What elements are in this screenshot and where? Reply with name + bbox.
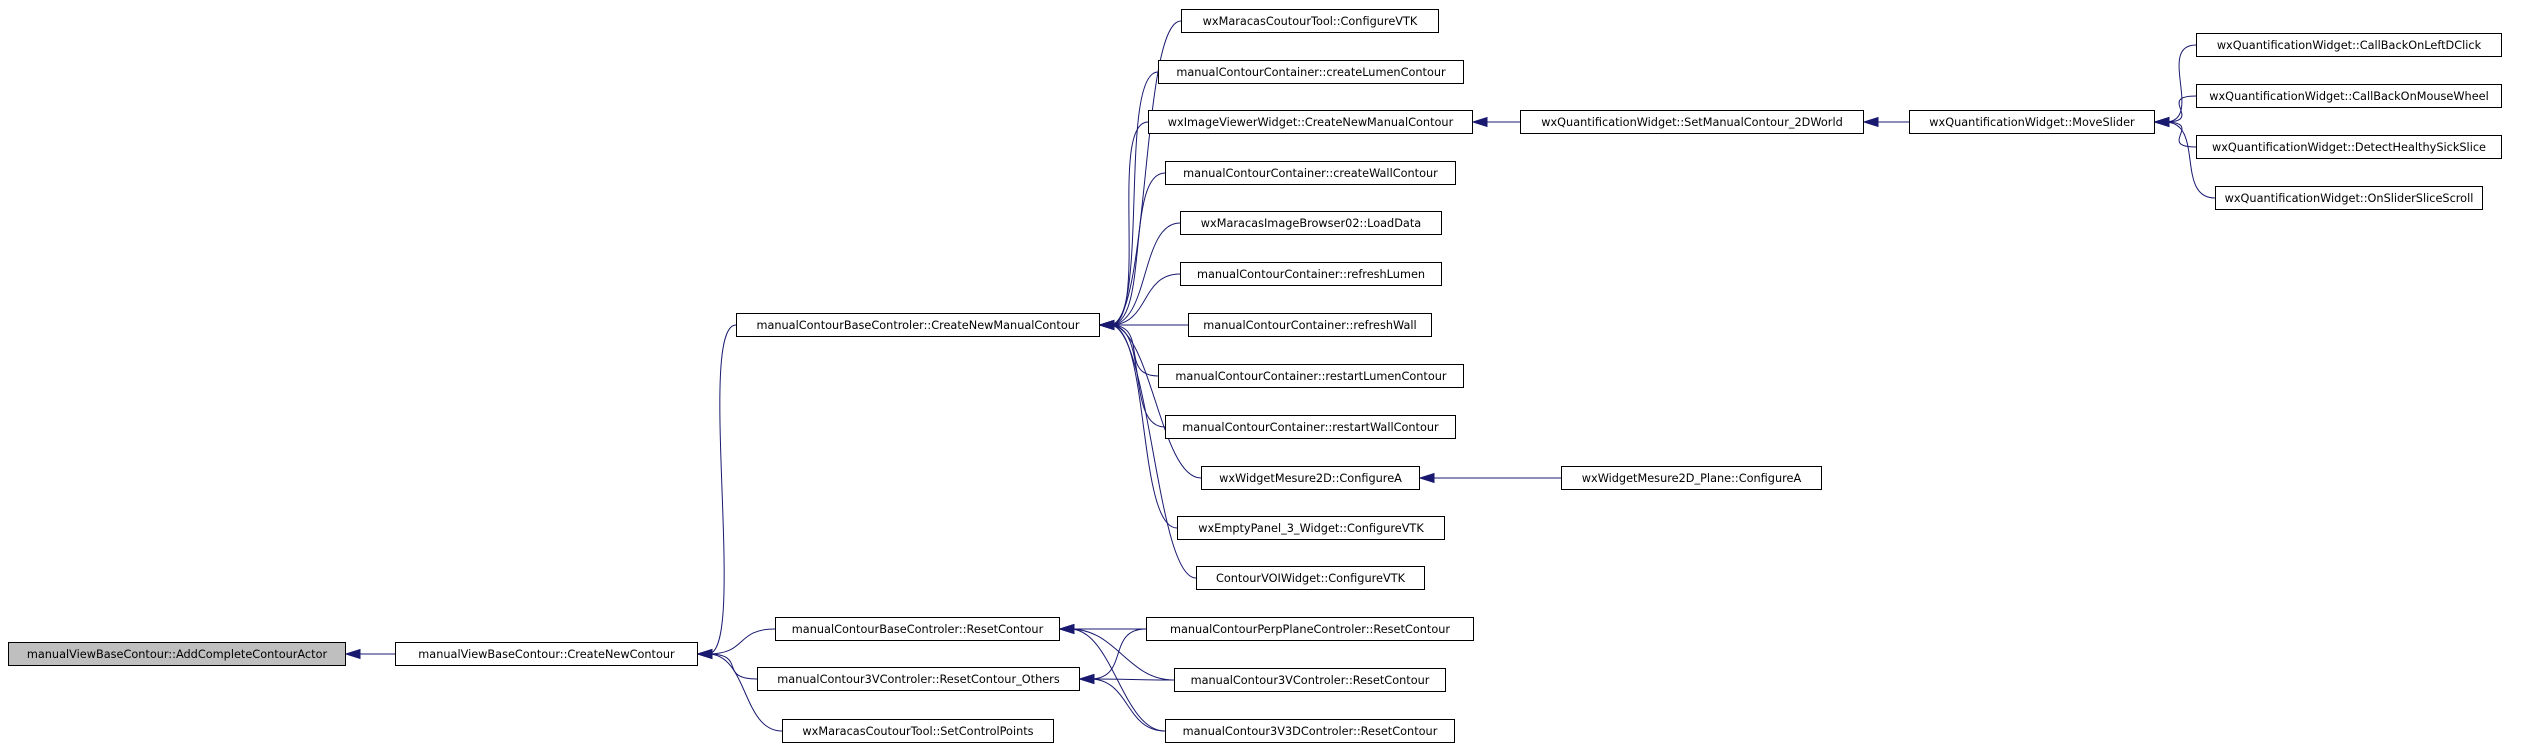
node-quantification-callback-left-dclick[interactable]: wxQuantificationWidget::CallBackOnLeftDC… <box>2196 33 2502 57</box>
node-image-browser-load-data[interactable]: wxMaracasImageBrowser02::LoadData <box>1180 211 1442 235</box>
edge-cb-left-dclick-to-move-slider <box>2164 44 2197 123</box>
node-base-controler-create-new-manual-contour[interactable]: manualContourBaseControler::CreateNewMan… <box>736 313 1100 337</box>
node-base-controler-reset-contour[interactable]: manualContourBaseControler::ResetContour <box>775 617 1060 641</box>
node-container-restart-lumen-contour[interactable]: manualContourContainer::restartLumenCont… <box>1158 364 1464 388</box>
edge-c3v3d-reset-to-c3v-reset-others <box>1089 678 1166 732</box>
node-3v-controler-reset-contour[interactable]: manualContour3VControler::ResetContour <box>1174 668 1446 692</box>
edge-load-data-to-cbc-create-new <box>1109 222 1181 326</box>
edge-arrowhead <box>1058 623 1075 635</box>
node-widget-mesure-2d-configure-a[interactable]: wxWidgetMesure2D::ConfigureA <box>1201 466 1420 490</box>
node-quantification-set-manual-contour-2d-world[interactable]: wxQuantificationWidget::SetManualContour… <box>1520 110 1864 134</box>
node-widget-mesure-2d-plane-configure-a[interactable]: wxWidgetMesure2D_Plane::ConfigureA <box>1561 466 1822 490</box>
node-container-refresh-wall[interactable]: manualContourContainer::refreshWall <box>1188 313 1432 337</box>
node-empty-panel-configure-vtk[interactable]: wxEmptyPanel_3_Widget::ConfigureVTK <box>1177 516 1445 540</box>
edge-c3v-reset-others-to-create-new-contour <box>707 653 758 680</box>
node-quantification-callback-mouse-wheel[interactable]: wxQuantificationWidget::CallBackOnMouseW… <box>2196 84 2502 108</box>
edge-arrowhead <box>2153 116 2170 128</box>
edge-arrowhead <box>1078 673 1095 685</box>
edge-c3v-reset-to-c3v-reset-others <box>1089 678 1175 681</box>
edge-slider-scroll-to-move-slider <box>2164 121 2216 199</box>
edge-cbc-create-new-to-create-new-contour <box>707 324 737 655</box>
edge-mesure-config-a-to-cbc-create-new <box>1109 324 1202 479</box>
node-3v3d-controler-reset-contour[interactable]: manualContour3V3DControler::ResetContour <box>1165 719 1455 743</box>
edge-cb-mouse-wheel-to-move-slider <box>2164 95 2197 123</box>
edge-arrowhead <box>344 648 361 660</box>
node-container-create-lumen-contour[interactable]: manualContourContainer::createLumenConto… <box>1158 60 1464 84</box>
node-coutour-tool-set-control-points[interactable]: wxMaracasCoutourTool::SetControlPoints <box>782 719 1054 743</box>
edge-perp-reset-to-c3v-reset-others <box>1089 628 1147 680</box>
node-image-viewer-create-new-manual-contour[interactable]: wxImageViewerWidget::CreateNewManualCont… <box>1148 110 1473 134</box>
edge-detect-sick-to-move-slider <box>2164 121 2197 148</box>
edge-c3v-reset-to-cbc-reset <box>1069 628 1175 681</box>
node-3v-controler-reset-contour-others[interactable]: manualContour3VControler::ResetContour_O… <box>757 667 1080 691</box>
edge-arrowhead <box>1098 319 1115 331</box>
edge-voi-config-to-cbc-create-new <box>1109 324 1197 579</box>
node-coutour-tool-configure-vtk[interactable]: wxMaracasCoutourTool::ConfigureVTK <box>1181 9 1439 33</box>
node-quantification-on-slider-slice-scroll[interactable]: wxQuantificationWidget::OnSliderSliceScr… <box>2215 186 2483 210</box>
edge-arrowhead <box>1471 116 1488 128</box>
edge-restart-lumen-to-cbc-create-new <box>1109 324 1159 377</box>
edge-arrowhead <box>1418 472 1435 484</box>
node-create-new-contour[interactable]: manualViewBaseContour::CreateNewContour <box>395 642 698 666</box>
node-container-create-wall-contour[interactable]: manualContourContainer::createWallContou… <box>1165 161 1456 185</box>
edge-ivw-create-new-to-cbc-create-new <box>1109 121 1149 326</box>
edge-arrowhead <box>1862 116 1879 128</box>
node-perp-plane-controler-reset-contour[interactable]: manualContourPerpPlaneControler::ResetCo… <box>1146 617 1474 641</box>
node-container-restart-wall-contour[interactable]: manualContourContainer::restartWallConto… <box>1165 415 1456 439</box>
node-quantification-move-slider[interactable]: wxQuantificationWidget::MoveSlider <box>1909 110 2155 134</box>
node-add-complete-contour-actor: manualViewBaseContour::AddCompleteContou… <box>8 642 346 666</box>
node-container-refresh-lumen[interactable]: manualContourContainer::refreshLumen <box>1180 262 1442 286</box>
edge-c3v3d-reset-to-cbc-reset <box>1069 628 1166 732</box>
edge-arrowhead <box>696 648 713 660</box>
edge-set-control-points-to-create-new-contour <box>707 653 783 732</box>
node-contour-voi-widget-configure-vtk[interactable]: ContourVOIWidget::ConfigureVTK <box>1196 566 1425 590</box>
edge-create-lumen-to-cbc-create-new <box>1109 71 1159 326</box>
edge-create-wall-to-cbc-create-new <box>1109 172 1166 326</box>
edge-refresh-lumen-to-cbc-create-new <box>1109 273 1181 326</box>
node-quantification-detect-healthy-sick-slice[interactable]: wxQuantificationWidget::DetectHealthySic… <box>2196 135 2502 159</box>
edge-cbc-reset-to-create-new-contour <box>707 628 776 655</box>
